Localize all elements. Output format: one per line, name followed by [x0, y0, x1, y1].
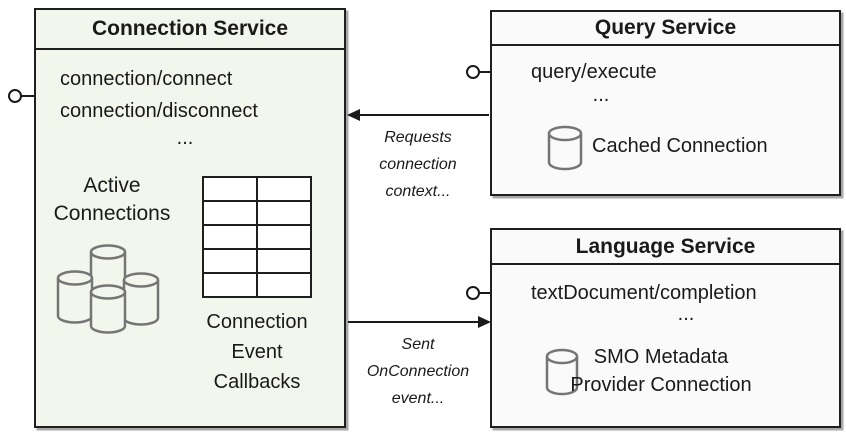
requests-connection-context-label: Requests connection context... — [379, 129, 457, 200]
query-service-box: Query Service query/execute ... Cached C… — [490, 10, 841, 196]
method-textdocument-completion: textDocument/completion — [531, 282, 757, 304]
method-query-execute: query/execute — [531, 61, 657, 83]
table-cell — [258, 274, 310, 296]
table-cell — [258, 250, 310, 272]
database-cluster-icon — [56, 244, 160, 334]
table-cell — [204, 202, 256, 224]
table-cell — [258, 226, 310, 248]
database-cylinder-icon — [545, 348, 579, 396]
sent-onconnection-event-label: Sent OnConnection event... — [366, 336, 470, 407]
method-connection-disconnect: connection/disconnect — [60, 100, 258, 122]
query-service-title: Query Service — [492, 12, 839, 46]
connection-event-callbacks-label: Connection Event Callbacks — [206, 311, 308, 393]
arrow-query-to-connection — [347, 109, 489, 121]
methods-ellipsis: ... — [677, 303, 695, 325]
table-cell — [204, 250, 256, 272]
cached-connection-label: Cached Connection — [592, 135, 768, 157]
active-connections-label: Active Connections — [53, 174, 171, 225]
database-cylinder-icon — [547, 125, 583, 171]
table-cell — [204, 274, 256, 296]
smo-metadata-connection-label: SMO Metadata Provider Connection — [570, 346, 752, 396]
method-connection-connect: connection/connect — [60, 68, 233, 90]
callback-table — [202, 176, 312, 298]
table-cell — [258, 202, 310, 224]
arrow-connection-to-language — [348, 316, 491, 328]
table-cell — [204, 178, 256, 200]
table-cell — [258, 178, 310, 200]
language-service-title: Language Service — [492, 230, 839, 265]
connection-service-title: Connection Service — [36, 10, 344, 50]
methods-ellipsis: ... — [176, 127, 194, 149]
language-service-box: Language Service textDocument/completion… — [490, 228, 841, 428]
methods-ellipsis: ... — [592, 84, 610, 106]
table-cell — [204, 226, 256, 248]
connection-service-box: Connection Service connection/connect co… — [34, 8, 346, 428]
